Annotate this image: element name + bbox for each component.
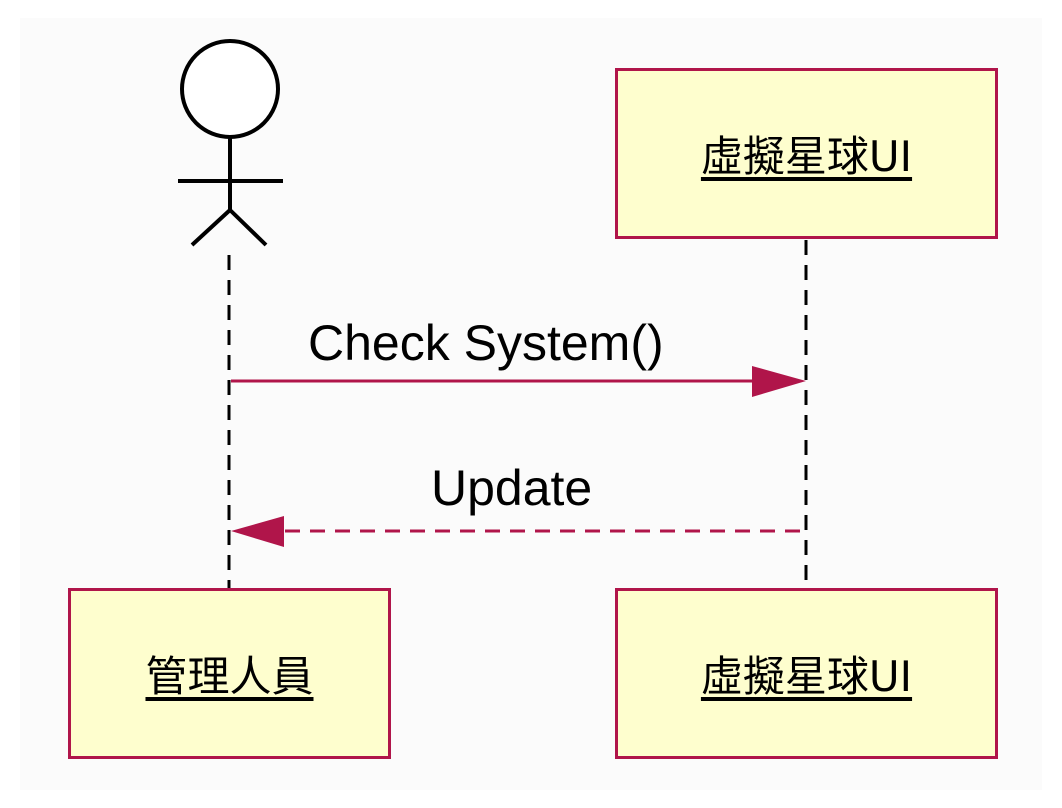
participant-label-admin-bottom: 管理人員: [145, 652, 314, 701]
participant-box-ui-top: 虛擬星球UI: [615, 68, 998, 239]
participant-label-ui-bottom: 虛擬星球UI: [700, 652, 913, 701]
message-label-check-system: Check System(): [308, 315, 664, 371]
participant-box-ui-bottom: 虛擬星球UI: [615, 588, 998, 759]
actor-icon: [178, 39, 283, 247]
participant-box-admin-bottom: 管理人員: [68, 588, 391, 759]
message-arrow-update: [231, 516, 800, 547]
message-label-update: Update: [431, 460, 593, 516]
message-arrow-check-system: [231, 366, 806, 397]
participant-label-ui-top: 虛擬星球UI: [700, 132, 913, 181]
